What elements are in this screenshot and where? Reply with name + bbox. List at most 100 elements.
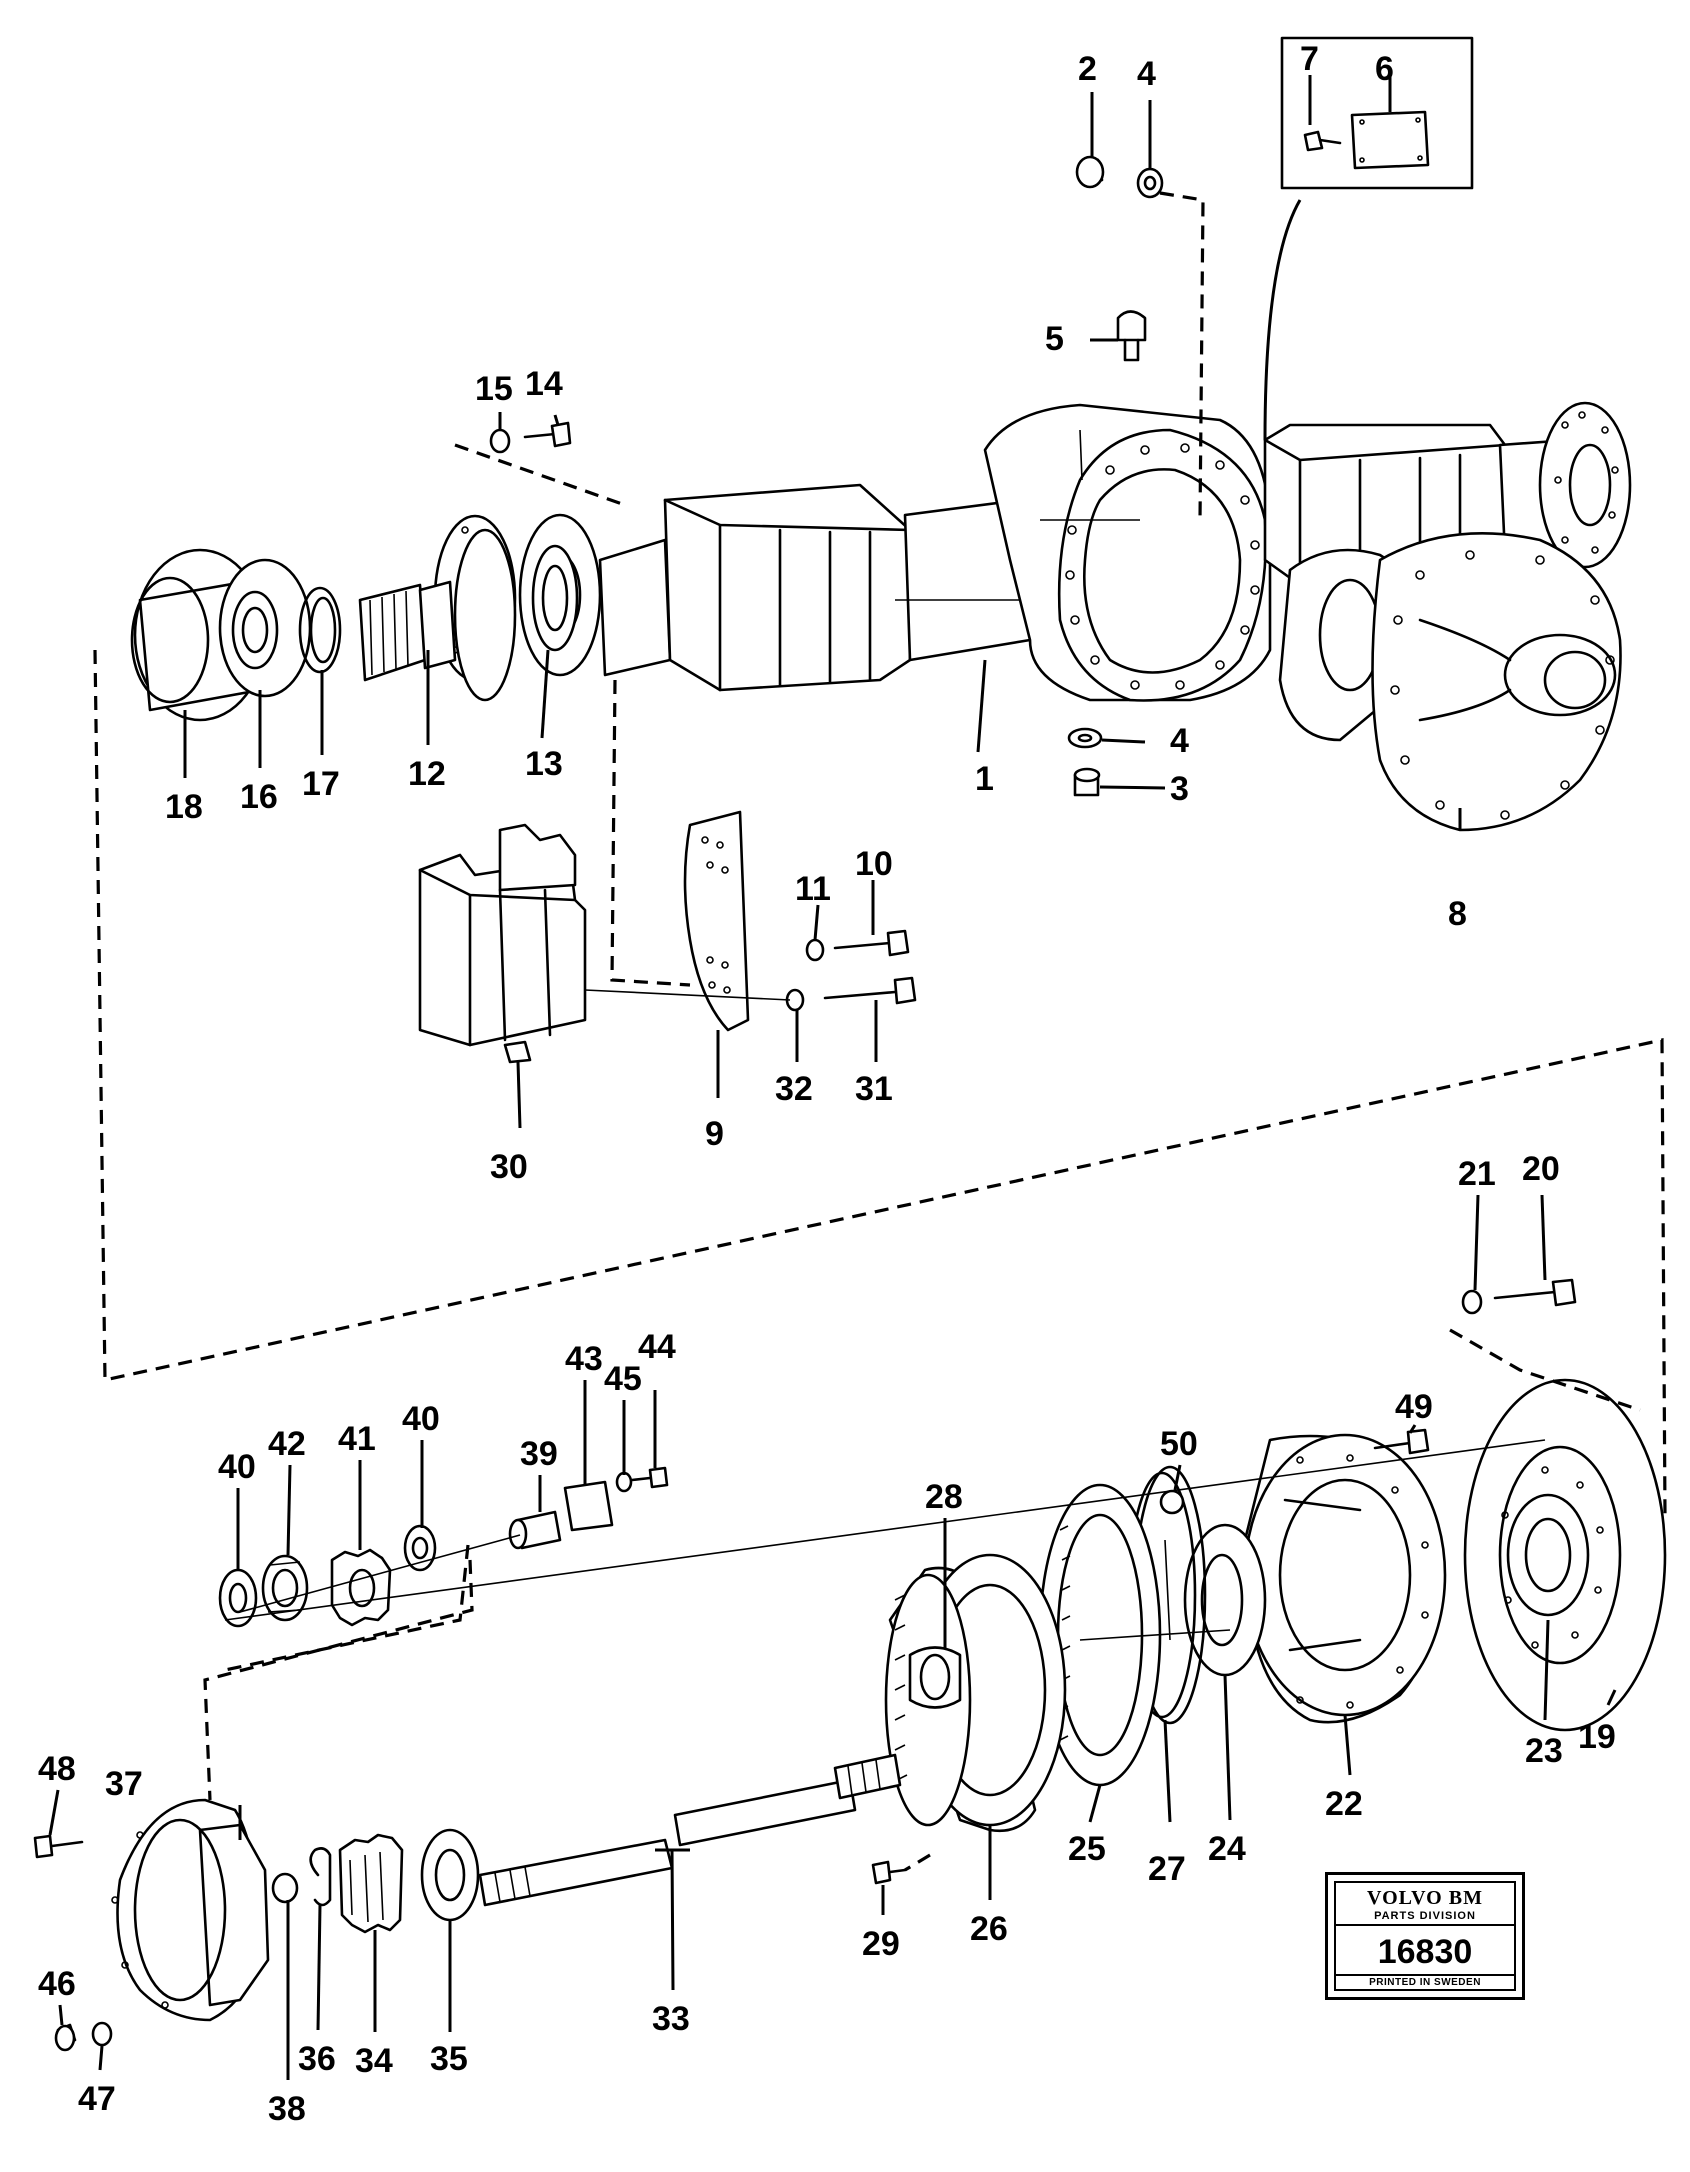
washer-15 <box>489 428 511 454</box>
washer-47 <box>91 2021 113 2047</box>
callout-30: 30 <box>490 1148 528 1186</box>
callout-23: 23 <box>1525 1732 1563 1770</box>
callout-24: 24 <box>1208 1830 1246 1868</box>
callout-46: 46 <box>38 1965 76 2003</box>
callout-3: 3 <box>1170 770 1189 808</box>
callout-25: 25 <box>1068 1830 1106 1868</box>
callout-27: 27 <box>1148 1850 1186 1888</box>
planet-gear-41 <box>330 1548 392 1627</box>
bolt-14 <box>523 421 572 448</box>
callout-13: 13 <box>525 745 563 783</box>
plug-2 <box>1075 155 1105 189</box>
breather-5 <box>1116 310 1147 362</box>
callout-43: 43 <box>565 1340 603 1378</box>
callout-33: 33 <box>652 2000 690 2038</box>
callout-40-right: 40 <box>402 1400 440 1438</box>
bolt-10 <box>833 929 910 957</box>
assembly-guide-lines <box>93 191 1667 1872</box>
bolt-48 <box>33 1834 84 1859</box>
callout-26: 26 <box>970 1910 1008 1948</box>
callout-42: 42 <box>268 1425 306 1463</box>
callout-19: 19 <box>1578 1718 1616 1756</box>
washer-4-top <box>1136 167 1164 199</box>
label-printed: PRINTED IN SWEDEN <box>1336 1974 1514 1988</box>
callout-36: 36 <box>298 2040 336 2078</box>
bearing-cone-16 <box>218 558 312 698</box>
callout-38: 38 <box>268 2090 306 2128</box>
callout-6: 6 <box>1375 50 1394 88</box>
callout-10: 10 <box>855 845 893 883</box>
callout-8: 8 <box>1448 895 1467 933</box>
callout-7: 7 <box>1300 40 1319 78</box>
spacer-38 <box>271 1872 299 1904</box>
callout-44: 44 <box>638 1328 676 1366</box>
bolt-29 <box>871 1860 907 1885</box>
callout-17: 17 <box>302 765 340 803</box>
callout-45: 45 <box>604 1360 642 1398</box>
callout-35: 35 <box>430 2040 468 2078</box>
washer-40-right <box>403 1524 437 1572</box>
callout-labels: 1 2 3 4 4 5 6 7 8 9 10 11 12 13 14 15 16… <box>38 40 1616 2128</box>
wheel-hub-22 <box>1238 1433 1447 1724</box>
gear-34 <box>338 1833 404 1934</box>
bracket-30 <box>418 823 587 1064</box>
callout-47: 47 <box>78 2080 116 2118</box>
callout-9: 9 <box>705 1115 724 1153</box>
callout-12: 12 <box>408 755 446 793</box>
callout-14: 14 <box>525 365 563 403</box>
nut-28 <box>908 1646 962 1709</box>
washer-4-bottom <box>1067 727 1103 749</box>
washer-11 <box>805 938 825 962</box>
callout-4-top: 4 <box>1137 55 1156 93</box>
callout-50: 50 <box>1160 1425 1198 1463</box>
plug-46 <box>54 2023 77 2052</box>
callout-20: 20 <box>1522 1150 1560 1188</box>
pinion-shaft-12 <box>358 528 517 702</box>
callout-18: 18 <box>165 788 203 826</box>
callout-41: 41 <box>338 1420 376 1458</box>
bolt-44 <box>630 1466 669 1489</box>
flange-bolt-holes <box>1065 443 1260 690</box>
bolt-31 <box>823 976 917 1005</box>
callout-21: 21 <box>1458 1155 1496 1193</box>
lock-plate-43 <box>563 1480 614 1532</box>
nut-50 <box>1159 1489 1185 1515</box>
circlip-36 <box>309 1847 332 1907</box>
bolt-20 <box>1493 1278 1577 1307</box>
seal-35 <box>420 1828 480 1922</box>
plug-3 <box>1073 767 1101 797</box>
inset-box <box>1280 36 1474 190</box>
callout-leaders <box>48 75 1617 2080</box>
washer-45 <box>615 1471 633 1493</box>
callout-34: 34 <box>355 2042 393 2080</box>
o-ring-17 <box>298 586 342 674</box>
callout-40-left: 40 <box>218 1448 256 1486</box>
callout-4-bottom: 4 <box>1170 722 1189 760</box>
washer-21 <box>1461 1289 1483 1315</box>
cover-37 <box>111 1798 270 2022</box>
callout-5: 5 <box>1045 320 1064 358</box>
volvo-bm-label-plate: VOLVO BM PARTS DIVISION 16830 PRINTED IN… <box>1325 1872 1525 2000</box>
callout-22: 22 <box>1325 1785 1363 1823</box>
callout-37: 37 <box>105 1765 143 1803</box>
bolt-49 <box>1373 1428 1430 1455</box>
callout-15: 15 <box>475 370 513 408</box>
carrier-housing <box>1278 532 1622 832</box>
callout-32: 32 <box>775 1070 813 1108</box>
callout-31: 31 <box>855 1070 893 1108</box>
label-brand: VOLVO BM <box>1367 1887 1483 1909</box>
label-division: PARTS DIVISION <box>1336 1910 1514 1926</box>
callout-1: 1 <box>975 760 994 798</box>
callout-28: 28 <box>925 1478 963 1516</box>
callout-48: 48 <box>38 1750 76 1788</box>
label-plate-frame: VOLVO BM PARTS DIVISION 16830 PRINTED IN… <box>1334 1881 1516 1991</box>
callout-16: 16 <box>240 778 278 816</box>
callout-39: 39 <box>520 1435 558 1473</box>
callout-11: 11 <box>795 870 831 908</box>
label-part-number: 16830 <box>1377 1933 1473 1971</box>
plate-9 <box>683 810 750 1032</box>
bearing-24 <box>1183 1523 1267 1677</box>
callout-2: 2 <box>1078 50 1097 88</box>
drive-shaft-33 <box>478 1753 902 1907</box>
